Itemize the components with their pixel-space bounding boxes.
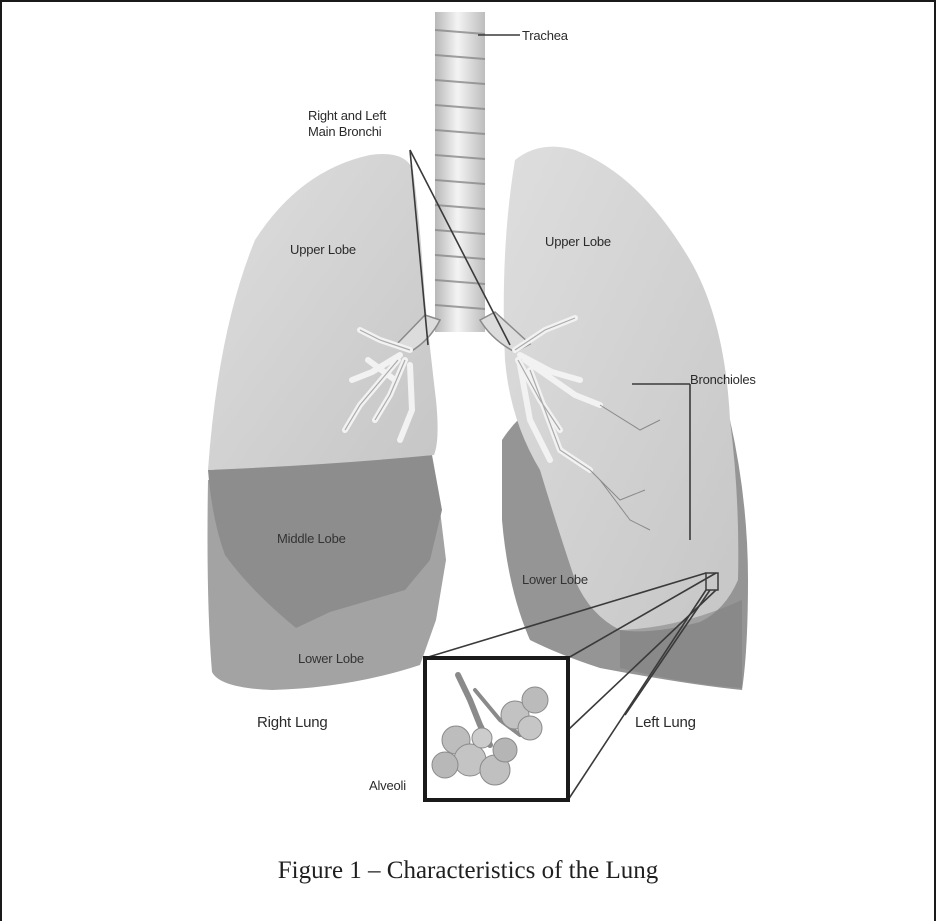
trachea-label: Trachea (522, 28, 569, 43)
bronchioles-label: Bronchioles (690, 372, 756, 387)
figure-caption: Figure 1 – Characteristics of the Lung (0, 857, 936, 885)
left-lung-label: Left Lung (635, 714, 696, 731)
alveoli-label: Alveoli (369, 778, 406, 793)
main-bronchi-label-line1: Right and Left (308, 108, 387, 123)
middle-lobe-label: Middle Lobe (277, 531, 346, 546)
right-lung-label: Right Lung (257, 714, 328, 731)
left-lung (502, 147, 748, 690)
lung-diagram: Trachea Right and Left Main Bronchi Uppe… (0, 0, 936, 840)
right-upper-lobe-label: Upper Lobe (290, 242, 356, 257)
left-lower-lobe-label: Lower Lobe (522, 572, 588, 587)
right-upper-lobe (208, 154, 438, 470)
left-upper-lobe-label: Upper Lobe (545, 234, 611, 249)
main-bronchi-label-line2: Main Bronchi (308, 124, 382, 139)
right-lower-lobe-label: Lower Lobe (298, 651, 364, 666)
